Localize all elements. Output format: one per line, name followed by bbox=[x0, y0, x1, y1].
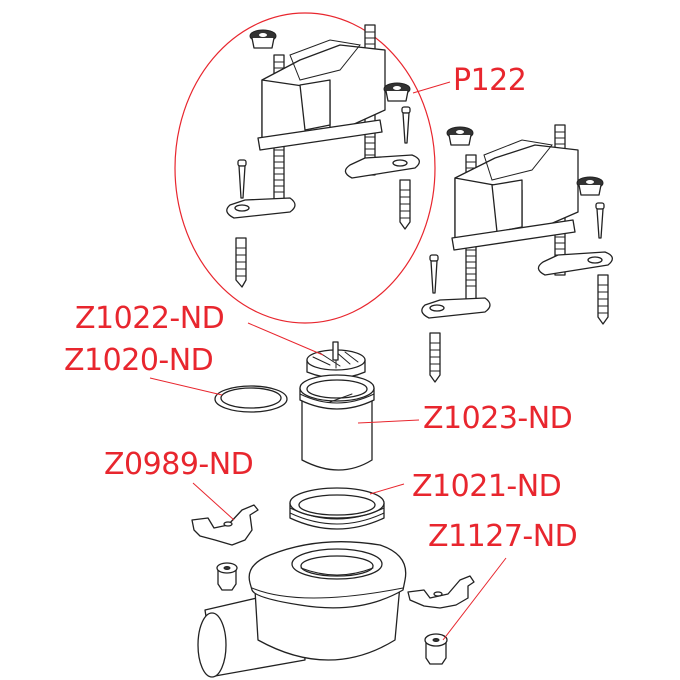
label-p122: P122 bbox=[453, 63, 527, 98]
mounting-clip-right bbox=[407, 575, 475, 609]
grate-insert bbox=[306, 341, 366, 379]
frame-assembly-2 bbox=[421, 124, 613, 383]
label-z1127-nd: Z1127-ND bbox=[428, 519, 578, 554]
p122-highlight-ellipse bbox=[174, 12, 436, 324]
seal-ring bbox=[214, 385, 288, 413]
frame-assembly-1 bbox=[226, 24, 420, 288]
label-z1022-nd: Z1022-ND bbox=[75, 301, 225, 336]
label-z1020-nd: Z1020-ND bbox=[64, 343, 214, 378]
label-z1023-nd: Z1023-ND bbox=[423, 401, 573, 436]
drain-body bbox=[197, 541, 407, 678]
extension-pipe bbox=[299, 374, 375, 471]
label-z0989-nd: Z0989-ND bbox=[104, 447, 254, 482]
clip-nut-right bbox=[424, 633, 448, 665]
threaded-seal-ring bbox=[289, 487, 385, 530]
leader-lines bbox=[149, 81, 507, 641]
mounting-clip-left bbox=[191, 504, 259, 546]
label-z1021-nd: Z1021-ND bbox=[412, 469, 562, 504]
clip-nut-left bbox=[216, 562, 238, 591]
